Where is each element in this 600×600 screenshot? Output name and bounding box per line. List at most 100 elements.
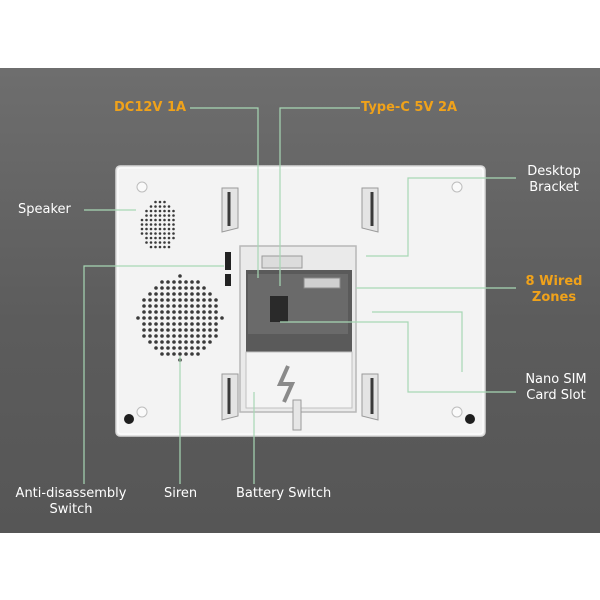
grille-hole: [163, 209, 166, 213]
grille-hole: [160, 352, 164, 356]
grille-hole: [142, 328, 146, 332]
grille-hole: [167, 223, 171, 226]
grille-hole: [154, 328, 158, 332]
grille-hole: [172, 322, 176, 326]
grille-hole: [166, 352, 170, 356]
grille-hole: [160, 310, 164, 314]
grille-hole: [196, 292, 200, 296]
grille-hole: [172, 286, 176, 290]
grille-hole: [172, 298, 176, 302]
grille-hole: [154, 232, 157, 235]
grille-hole: [154, 292, 158, 296]
grille-hole: [166, 292, 170, 296]
grille-hole: [163, 205, 166, 208]
grille-hole: [163, 214, 166, 217]
leader-type-c: [279, 107, 360, 286]
grille-hole: [190, 328, 194, 332]
grille-hole: [142, 310, 146, 314]
grille-hole: [167, 232, 171, 235]
grille-hole: [154, 227, 157, 231]
grille-hole: [154, 304, 158, 308]
leader-anti-disassembly: [83, 265, 224, 484]
label-battery-switch: Battery Switch: [236, 486, 332, 501]
grille-hole: [145, 223, 148, 226]
grille-hole: [166, 340, 170, 344]
grille-hole: [160, 328, 164, 332]
grille-hole: [163, 241, 166, 244]
grille-hole: [202, 292, 206, 296]
grille-hole: [148, 310, 152, 314]
grille-hole: [214, 310, 218, 314]
grille-hole: [172, 227, 175, 231]
grille-hole: [172, 316, 176, 320]
grille-hole: [202, 322, 206, 326]
grille-hole: [145, 227, 148, 231]
grille-hole: [208, 322, 212, 326]
grille-hole: [172, 218, 175, 222]
grille-hole: [154, 346, 158, 350]
grille-hole: [196, 334, 200, 338]
grille-hole: [214, 304, 218, 308]
grille-hole: [142, 334, 146, 338]
grille-hole: [154, 298, 158, 302]
grille-hole: [190, 292, 194, 296]
label-siren: Siren: [164, 486, 198, 501]
grille-hole: [196, 280, 200, 284]
grille-hole: [140, 232, 144, 235]
grille-hole: [196, 304, 200, 308]
grille-hole: [167, 245, 171, 249]
grille-hole: [160, 286, 164, 290]
grille-hole: [148, 322, 152, 326]
grille-hole: [184, 340, 188, 344]
grille-hole: [184, 280, 188, 284]
grille-hole: [178, 292, 182, 296]
grille-hole: [208, 340, 212, 344]
grille-hole: [196, 298, 200, 302]
grille-hole: [160, 340, 164, 344]
grille-hole: [196, 316, 200, 320]
grille-hole: [166, 280, 170, 284]
grille-hole: [163, 245, 166, 249]
grille-hole: [202, 334, 206, 338]
grille-hole: [178, 322, 182, 326]
grille-hole: [178, 304, 182, 308]
grille-hole: [148, 328, 152, 332]
grille-hole: [184, 310, 188, 314]
grille-hole: [154, 214, 157, 217]
grille-hole: [158, 205, 162, 208]
grille-hole: [166, 328, 170, 332]
grille-hole: [149, 236, 153, 240]
grille-hole: [163, 227, 166, 231]
grille-hole: [184, 316, 188, 320]
grille-hole: [140, 227, 144, 231]
siren-grille: [136, 274, 224, 362]
grille-hole: [178, 352, 182, 356]
grille-hole: [190, 334, 194, 338]
grille-hole: [154, 316, 158, 320]
grille-hole: [158, 214, 162, 217]
grille-hole: [202, 286, 206, 290]
grille-hole: [172, 223, 175, 226]
grille-hole: [149, 227, 153, 231]
grille-hole: [140, 223, 144, 226]
grille-hole: [140, 218, 144, 222]
grille-hole: [158, 200, 162, 204]
grille-hole: [172, 340, 176, 344]
grille-hole: [196, 286, 200, 290]
mounting-holes: [124, 181, 475, 424]
grille-hole: [160, 316, 164, 320]
grille-hole: [184, 346, 188, 350]
grille-hole: [167, 218, 171, 222]
grille-hole: [172, 280, 176, 284]
grille-hole: [190, 322, 194, 326]
grille-hole: [154, 245, 157, 249]
grille-hole: [167, 227, 171, 231]
grille-hole: [142, 304, 146, 308]
grille-hole: [196, 340, 200, 344]
grille-hole: [154, 209, 157, 213]
grille-hole: [154, 322, 158, 326]
grille-hole: [178, 310, 182, 314]
grille-hole: [178, 298, 182, 302]
grille-hole: [184, 292, 188, 296]
leader-dc-power: [190, 107, 259, 278]
